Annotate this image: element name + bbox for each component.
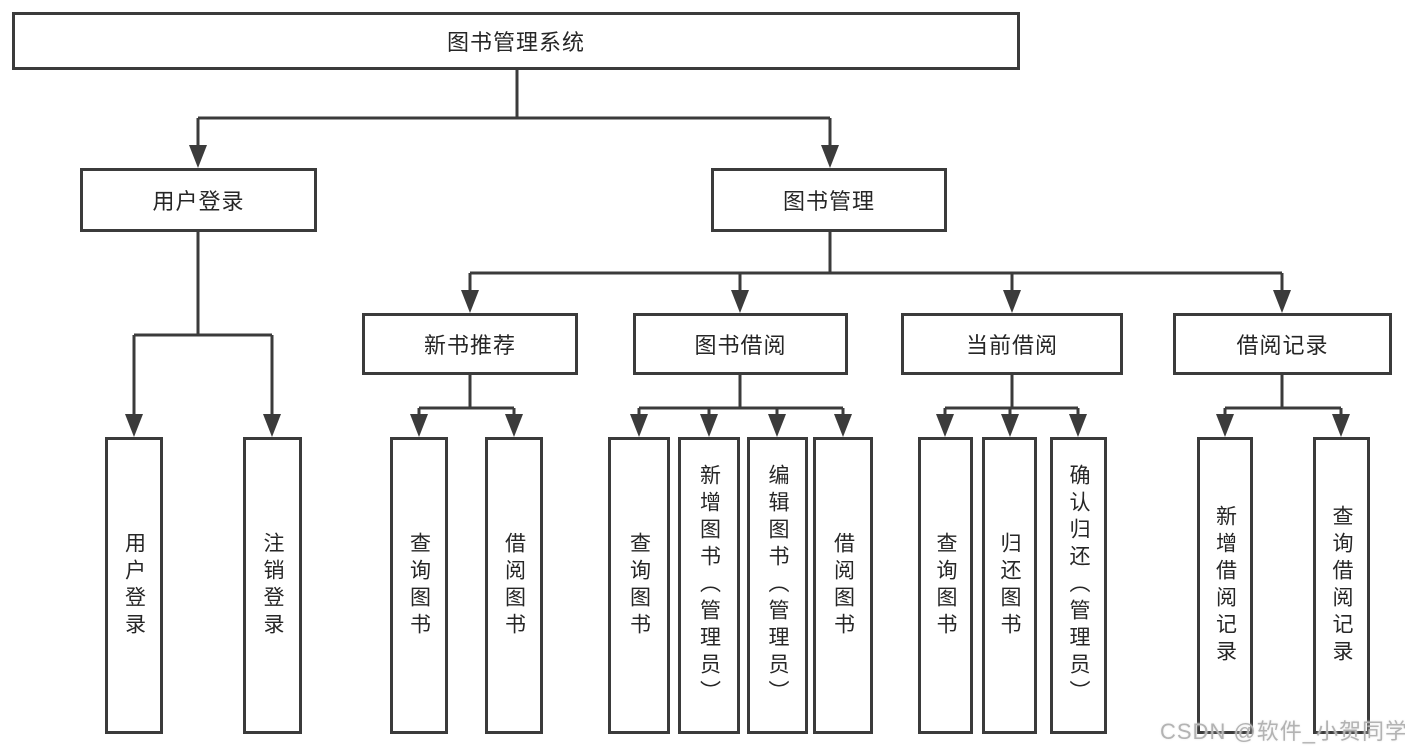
node-label: 查询图书	[407, 531, 431, 640]
leaf-borrow-books: 借阅图书	[813, 437, 873, 734]
leaf-query-books-current: 查询图书	[918, 437, 973, 734]
leaf-query-borrow-record: 查询借阅记录	[1313, 437, 1370, 734]
arrowhead-icon	[821, 145, 839, 168]
node-label: 查询借阅记录	[1330, 504, 1353, 667]
csdn-watermark: CSDN @软件_小贺同学	[1160, 719, 1405, 744]
node-label: 借阅图书	[502, 531, 526, 640]
leaf-query-books-borrowing: 查询图书	[608, 437, 670, 734]
node-book-borrowing: 图书借阅	[633, 313, 848, 375]
arrowhead-icon	[125, 414, 143, 437]
node-label: 用户登录	[122, 531, 146, 640]
node-current-borrowing: 当前借阅	[901, 313, 1123, 375]
arrowhead-icon	[834, 414, 852, 437]
node-label: 编辑图书（管理员）	[766, 464, 789, 707]
node-label: 新书推荐	[423, 333, 516, 358]
arrowhead-icon	[410, 414, 428, 437]
node-label: 新增图书（管理员）	[697, 464, 721, 707]
node-label: 新增借阅记录	[1213, 504, 1237, 667]
arrowhead-icon	[189, 145, 207, 168]
arrowhead-icon	[461, 290, 479, 313]
arrowhead-icon	[263, 414, 281, 437]
node-label: 图书借阅	[694, 333, 787, 358]
node-label: 当前借阅	[965, 333, 1058, 358]
node-label: 确认归还（管理员）	[1067, 464, 1090, 707]
leaf-edit-books-admin: 编辑图书（管理员）	[747, 437, 808, 734]
node-library-management-system: 图书管理系统	[12, 12, 1020, 70]
leaf-user-login: 用户登录	[105, 437, 163, 734]
node-label: 借阅记录	[1236, 333, 1329, 358]
node-user-login: 用户登录	[80, 168, 317, 232]
node-label: 图书管理	[782, 189, 875, 214]
node-new-book-recommend: 新书推荐	[362, 313, 578, 375]
node-label: 借阅图书	[831, 531, 855, 640]
arrowhead-icon	[768, 414, 786, 437]
arrowhead-icon	[700, 414, 718, 437]
arrowhead-icon	[1332, 414, 1350, 437]
arrowhead-icon	[1216, 414, 1234, 437]
leaf-query-books-recommend: 查询图书	[390, 437, 448, 734]
arrowhead-icon	[1003, 290, 1021, 313]
leaf-confirm-return-admin: 确认归还（管理员）	[1050, 437, 1107, 734]
leaf-return-books: 归还图书	[982, 437, 1037, 734]
arrowhead-icon	[630, 414, 648, 437]
node-label: 图书管理系统	[446, 30, 585, 55]
node-label: 注销登录	[261, 531, 284, 640]
arrowhead-icon	[505, 414, 523, 437]
arrowhead-icon	[1001, 414, 1019, 437]
node-borrow-records: 借阅记录	[1173, 313, 1392, 375]
node-label: 查询图书	[627, 531, 651, 640]
leaf-logout: 注销登录	[243, 437, 302, 734]
leaf-add-borrow-record: 新增借阅记录	[1197, 437, 1253, 734]
leaf-add-books-admin: 新增图书（管理员）	[678, 437, 740, 734]
node-book-management: 图书管理	[711, 168, 947, 232]
node-label: 用户登录	[152, 189, 245, 214]
arrowhead-icon	[1069, 414, 1087, 437]
arrowhead-icon	[731, 290, 749, 313]
arrowhead-icon	[936, 414, 954, 437]
leaf-borrow-books-recommend: 借阅图书	[485, 437, 543, 734]
arrowhead-icon	[1273, 290, 1291, 313]
node-label: 查询图书	[934, 531, 957, 640]
node-label: 归还图书	[998, 531, 1021, 640]
